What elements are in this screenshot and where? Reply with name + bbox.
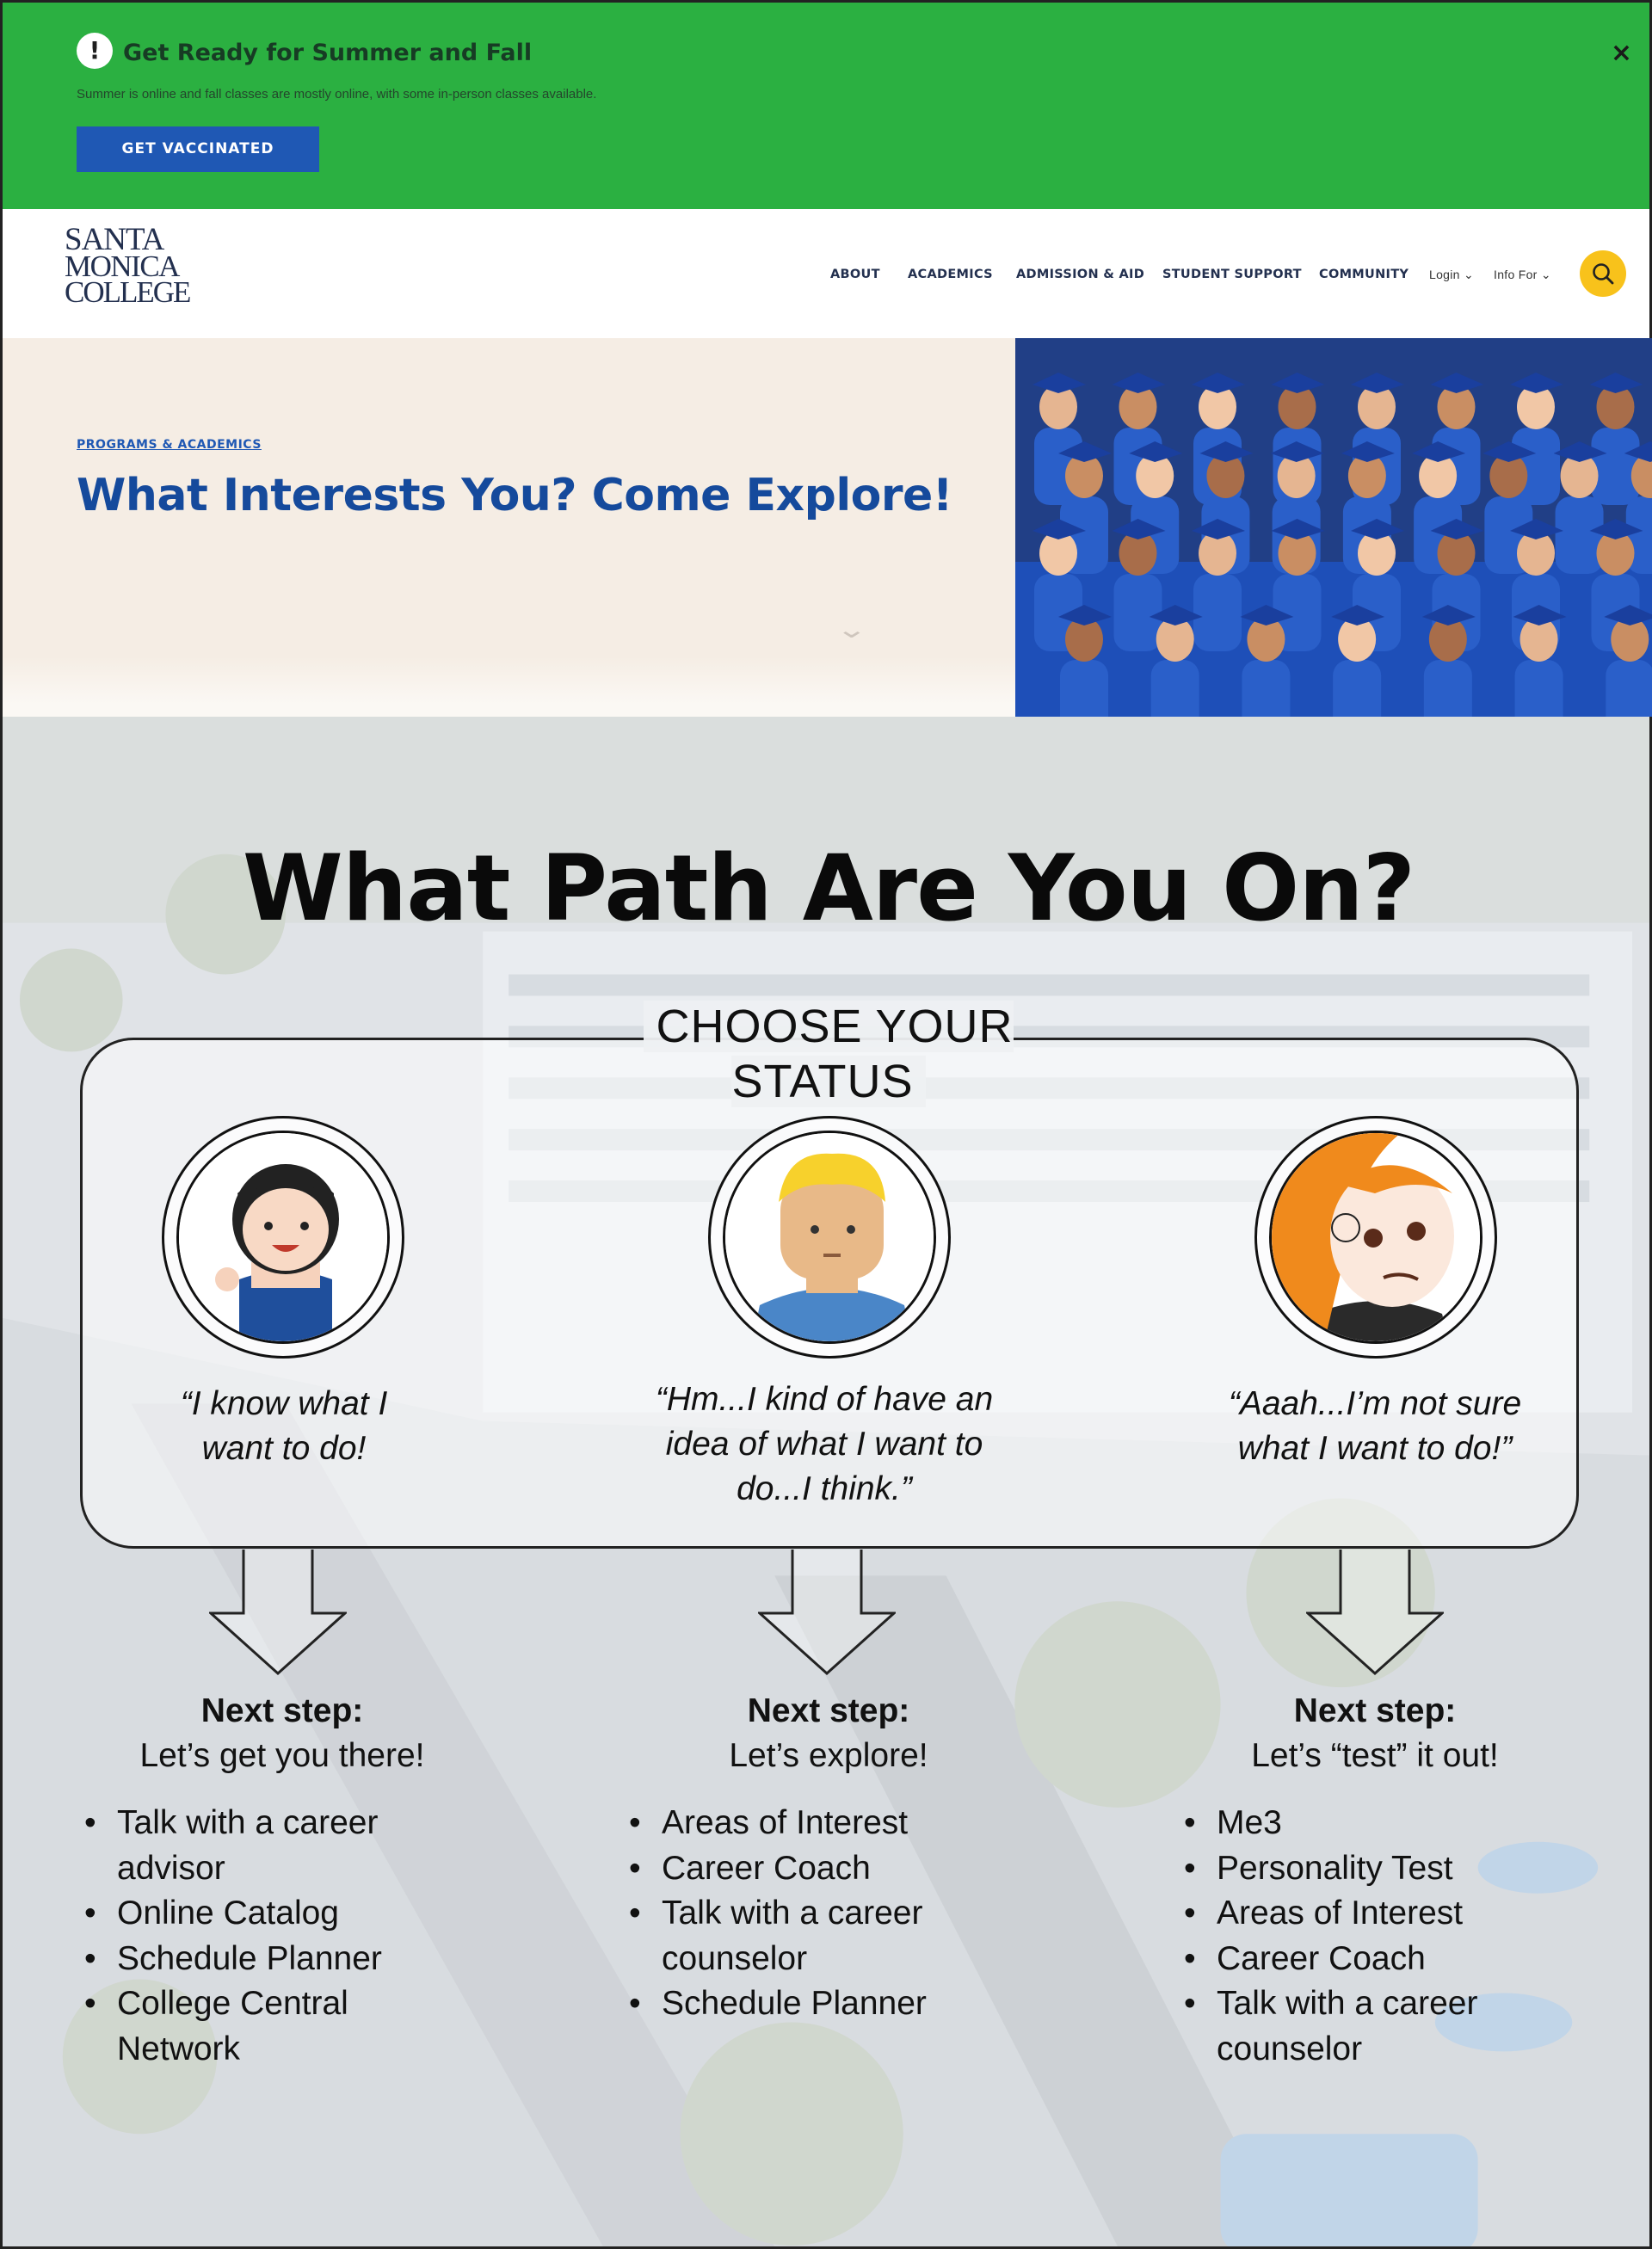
step-list-1: Talk with a career advisor Online Catalo… xyxy=(84,1801,446,2072)
list-item[interactable]: Online Catalog xyxy=(84,1891,446,1937)
nav-academics[interactable]: ACADEMICS xyxy=(908,268,993,281)
quote-column-3: “Aaah...I’m not sure what I want to do!” xyxy=(1173,1382,1577,1471)
close-icon[interactable]: × xyxy=(1610,38,1632,68)
nav-login[interactable]: Login ⌄ xyxy=(1429,268,1474,281)
list-item-continued[interactable]: advisor xyxy=(117,1849,225,1887)
quote-2-line-1: “Hm...I kind of have an xyxy=(655,1381,994,1418)
list-item-continued[interactable]: Network xyxy=(117,2030,241,2067)
alert-text: Summer is online and fall classes are mo… xyxy=(77,87,597,102)
career-path-infographic: What Path Are You On? CHOOSE YOUR STATUS xyxy=(0,717,1652,2249)
hero-panel: PROGRAMS & ACADEMICS What Interests You?… xyxy=(3,338,1015,717)
down-arrow-icon xyxy=(758,1550,896,1676)
avatar-kind-of-have-idea[interactable] xyxy=(708,1116,951,1359)
nav-info-for[interactable]: Info For ⌄ xyxy=(1494,268,1551,281)
list-item[interactable]: College Central xyxy=(84,1981,446,2027)
logo-line-1: SANTA xyxy=(65,222,164,257)
logo-line-2: MONICA xyxy=(65,250,180,283)
step-list-3: Me3 Personality Test Areas of Interest C… xyxy=(1184,1801,1545,2072)
quote-column-1: “I know what I want to do! xyxy=(82,1382,486,1471)
step-list-2: Areas of Interest Career Coach Talk with… xyxy=(629,1801,990,2027)
alert-title: Get Ready for Summer and Fall xyxy=(123,40,533,66)
list-item[interactable]: Talk with a career xyxy=(1184,1981,1545,2027)
hero-section: PROGRAMS & ACADEMICS What Interests You?… xyxy=(0,338,1652,717)
logo-line-3: COLLEGE xyxy=(65,275,191,309)
next-step-sub-2: Let’s explore! xyxy=(729,1737,928,1774)
nav-student-support[interactable]: STUDENT SUPPORT xyxy=(1162,268,1302,281)
nav-community[interactable]: COMMUNITY xyxy=(1319,268,1409,281)
college-logo[interactable]: SANTA MONICA COLLEGE xyxy=(65,222,191,309)
list-item[interactable]: Areas of Interest xyxy=(1184,1891,1545,1937)
list-item[interactable]: Schedule Planner xyxy=(84,1937,446,1982)
list-item[interactable]: Personality Test xyxy=(1184,1846,1545,1892)
quote-3-line-1: “Aaah...I’m not sure xyxy=(1228,1385,1522,1422)
girl-avatar-icon xyxy=(176,1131,390,1344)
boy-avatar-icon xyxy=(723,1131,936,1344)
nav-admission-aid[interactable]: ADMISSION & AID xyxy=(1016,268,1145,281)
search-icon xyxy=(1593,263,1614,285)
site-header: SANTA MONICA COLLEGE ABOUT ACADEMICS ADM… xyxy=(0,209,1652,338)
get-vaccinated-button[interactable]: GET VACCINATED xyxy=(77,126,319,172)
breadcrumb[interactable]: PROGRAMS & ACADEMICS xyxy=(77,438,262,452)
list-item[interactable]: Me3 xyxy=(1184,1801,1545,1846)
thinking-avatar-icon xyxy=(1269,1131,1482,1344)
quote-1-line-2: want to do! xyxy=(201,1430,367,1467)
list-item[interactable]: Schedule Planner xyxy=(629,1981,990,2027)
list-item[interactable]: Talk with a career xyxy=(629,1891,990,1937)
quote-2-line-3: do...I think.” xyxy=(737,1470,912,1507)
nav-about[interactable]: ABOUT xyxy=(830,268,880,281)
next-step-title-1: Next step: xyxy=(200,1692,364,1729)
search-button[interactable] xyxy=(1580,250,1626,297)
choose-status-text: CHOOSE YOUR STATUS xyxy=(644,1001,1014,1107)
list-item[interactable]: Career Coach xyxy=(1184,1937,1545,1982)
list-item[interactable]: Talk with a career xyxy=(84,1801,446,1846)
next-step-title-2: Next step: xyxy=(747,1692,910,1729)
quote-2-line-2: idea of what I want to xyxy=(665,1426,983,1463)
choose-status-label: CHOOSE YOUR STATUS xyxy=(553,999,1104,1109)
infographic-title: What Path Are You On? xyxy=(242,835,1415,941)
list-item[interactable]: Areas of Interest xyxy=(629,1801,990,1846)
down-arrow-icon xyxy=(209,1550,347,1676)
list-item-continued[interactable]: counselor xyxy=(1217,2030,1363,2067)
quote-3-line-2: what I want to do!” xyxy=(1237,1430,1513,1467)
exclamation-icon: ! xyxy=(77,33,113,69)
quote-1-line-1: “I know what I xyxy=(180,1385,388,1422)
avatar-know-what-i-want[interactable] xyxy=(162,1116,404,1359)
next-step-sub-1: Let’s get you there! xyxy=(139,1737,425,1774)
next-step-title-3: Next step: xyxy=(1293,1692,1457,1729)
list-item-continued[interactable]: counselor xyxy=(662,1939,808,1977)
down-arrow-icon xyxy=(1306,1550,1444,1676)
page-title: What Interests You? Come Explore! xyxy=(77,470,953,521)
next-step-sub-3: Let’s “test” it out! xyxy=(1251,1737,1499,1774)
alert-banner: ! Get Ready for Summer and Fall Summer i… xyxy=(0,0,1652,209)
graduates-photo xyxy=(1015,338,1652,717)
list-item[interactable]: Career Coach xyxy=(629,1846,990,1892)
quote-column-2: “Hm...I kind of have an idea of what I w… xyxy=(622,1377,1026,1512)
chevron-down-icon[interactable]: ⌄ xyxy=(835,615,868,644)
avatar-not-sure[interactable] xyxy=(1254,1116,1497,1359)
